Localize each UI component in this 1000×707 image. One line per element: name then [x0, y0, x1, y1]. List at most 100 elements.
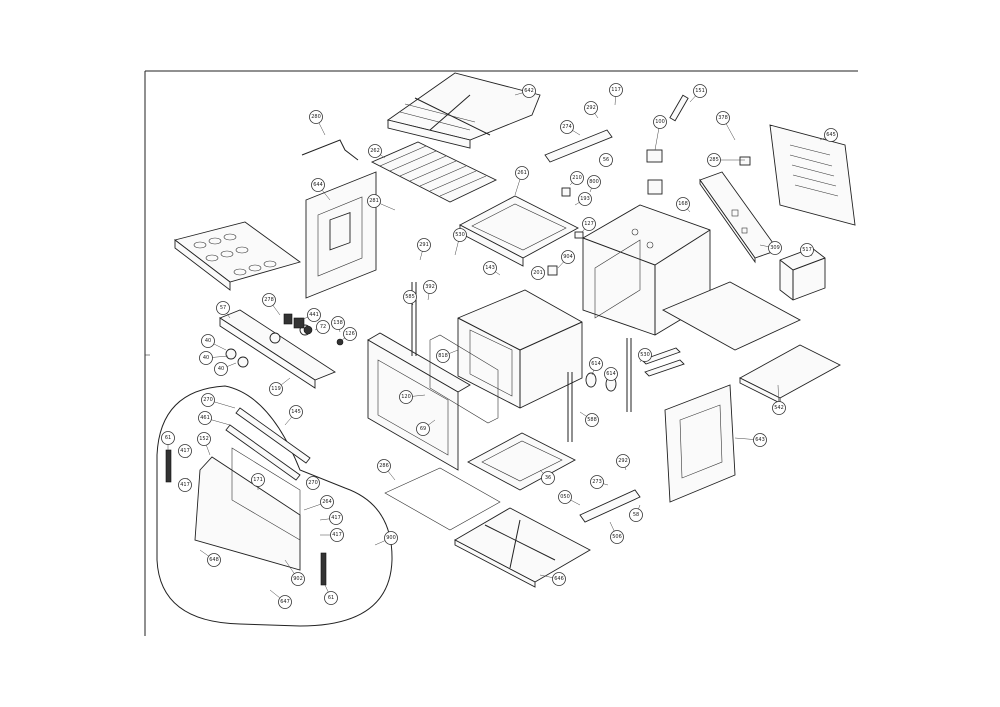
callout-bubble	[453, 228, 467, 242]
callout-bubble	[716, 111, 730, 125]
callout-647: 647	[269, 589, 292, 609]
callout-bubble	[693, 84, 707, 98]
callout-143: 143	[483, 261, 501, 276]
callout-648: 648	[199, 549, 221, 567]
callout-392: 392	[423, 280, 437, 301]
callout-270: 270	[305, 476, 320, 490]
callout-label: 292	[586, 105, 596, 111]
callout-57: 57	[216, 301, 231, 319]
side-rails	[411, 282, 685, 442]
callout-bubble	[251, 473, 265, 487]
callout-281: 281	[367, 194, 396, 211]
callout-bubble	[330, 528, 344, 542]
callout-label: 900	[386, 535, 396, 541]
callout-145: 145	[284, 405, 303, 426]
callout-69: 69	[416, 419, 436, 436]
callout-bubble	[320, 495, 334, 509]
callout-119: 119	[269, 377, 291, 396]
callout-bubble	[483, 261, 497, 275]
callout-label: 417	[180, 448, 190, 454]
callout-050: 050	[558, 490, 581, 506]
callout-bubble	[269, 382, 283, 396]
callout-bubble	[616, 454, 630, 468]
callout-label: 281	[369, 198, 379, 204]
door-parts	[165, 407, 327, 586]
callout-262: 262	[368, 144, 386, 159]
callout-417: 417	[320, 528, 344, 542]
callout-label: 261	[517, 170, 527, 176]
callout-bubble	[367, 194, 381, 208]
front-frame-part	[367, 332, 471, 471]
callout-bubble	[178, 478, 192, 492]
callout-label: 818	[438, 353, 448, 359]
callout-56: 56	[599, 153, 613, 167]
upper-hinge-part	[544, 129, 613, 163]
callout-201: 201	[531, 266, 546, 280]
callout-280: 280	[309, 110, 326, 136]
outer-casing-part	[582, 204, 711, 336]
callout-bubble	[377, 459, 391, 473]
callout-644: 644	[311, 178, 331, 201]
callout-530: 530	[453, 228, 467, 256]
callout-label: 119	[271, 386, 281, 392]
door-seal-wire	[384, 467, 501, 531]
callout-label: 904	[563, 254, 573, 260]
callout-label: 517	[802, 247, 812, 253]
callout-label: 40	[218, 366, 224, 372]
callout-label: 100	[655, 119, 665, 125]
callout-bubble	[399, 390, 413, 404]
callout-label: 171	[253, 477, 263, 483]
callout-286: 286	[377, 459, 396, 481]
callout-193: 193	[574, 192, 592, 206]
callout-36: 36	[539, 469, 555, 485]
callout-151: 151	[689, 84, 707, 103]
callout-138: 138	[331, 316, 345, 333]
callout-417: 417	[178, 444, 192, 459]
left-side-panel-part	[305, 171, 377, 299]
callout-label: 138	[333, 320, 343, 326]
callout-label: 270	[308, 480, 318, 486]
callout-label: 647	[280, 599, 290, 605]
callout-bubble	[306, 476, 320, 490]
callout-bubble	[578, 192, 592, 206]
callout-label: 168	[678, 201, 688, 207]
callout-bubble	[629, 508, 643, 522]
callout-bubble	[343, 327, 357, 341]
callout-bubble	[609, 83, 623, 97]
callout-label: 614	[606, 371, 616, 377]
callout-bubble	[278, 595, 292, 609]
callout-bubble	[309, 110, 323, 124]
callout-291: 291	[417, 238, 431, 261]
hinge-part	[579, 489, 641, 523]
callout-bubble	[368, 144, 382, 158]
top-panel-part	[386, 72, 541, 149]
callout-bubble	[417, 238, 431, 252]
callout-bubble	[216, 301, 230, 315]
callout-309: 309	[759, 241, 782, 255]
callout-bubble	[604, 367, 618, 381]
callout-label: 274	[562, 124, 572, 130]
callout-152: 152	[197, 432, 211, 456]
callout-904: 904	[557, 250, 575, 269]
callout-label: 126	[345, 331, 355, 337]
callout-label: 392	[425, 284, 435, 290]
callout-label: 646	[554, 576, 564, 582]
callout-bubble	[201, 334, 215, 348]
callout-bubble	[307, 308, 321, 322]
callout-label: 40	[205, 338, 211, 344]
callout-bubble	[198, 411, 212, 425]
callout-label: 210	[572, 175, 582, 181]
callout-bubble	[570, 171, 584, 185]
callout-label: 120	[401, 394, 411, 400]
callout-517: 517	[800, 243, 814, 257]
callout-61: 61	[324, 584, 338, 605]
callout-bubble	[653, 115, 667, 129]
callout-bubble	[324, 591, 338, 605]
callout-label: 56	[603, 157, 609, 163]
callout-900: 900	[374, 531, 398, 546]
callout-542: 542	[772, 384, 786, 415]
callout-378: 378	[716, 111, 736, 141]
callout-bubble	[262, 293, 276, 307]
callout-label: 280	[311, 114, 321, 120]
